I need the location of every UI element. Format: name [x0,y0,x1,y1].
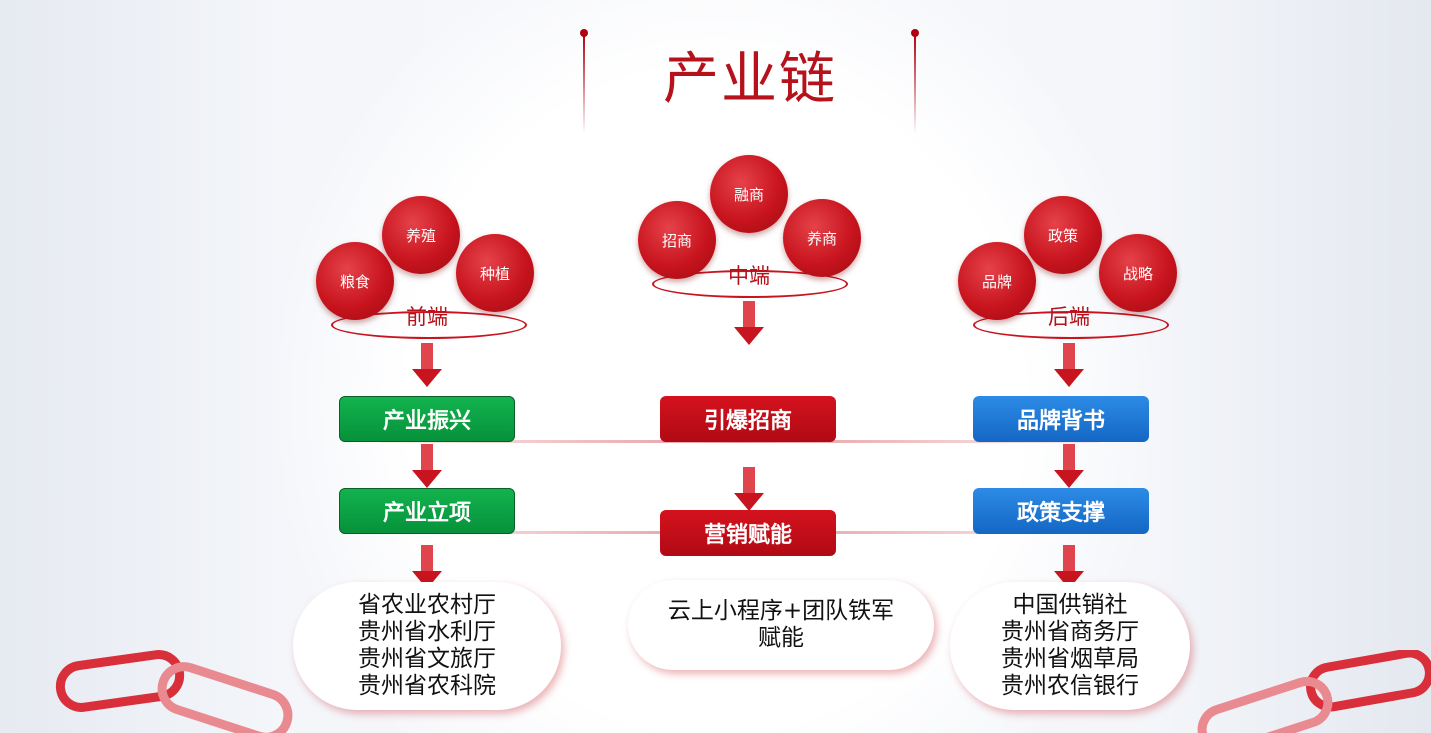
front-bottom-line-4: 贵州省农科院 [358,673,496,699]
title-deco-line-right [914,34,916,134]
back-ring [973,311,1169,339]
middle-bottom-line-2: 赋能 [758,625,804,651]
back-bottom-line-1: 中国供销社 [1012,592,1128,618]
middle-arrow-1 [734,301,764,345]
front-arrow-3 [412,545,442,589]
chain-decoration-left [55,650,293,733]
front-arrow-1 [412,343,442,387]
front-bottom-line-3: 贵州省文旅厅 [358,646,496,672]
back-arrow-1 [1054,343,1084,387]
front-bottom-line-2: 贵州省水利厅 [358,619,496,645]
back-bottom-line-4: 贵州农信银行 [1001,673,1139,699]
middle-ball-attract: 招商 [638,201,716,279]
middle-step2-box: 营销赋能 [660,510,836,556]
back-ball-policy: 政策 [1024,196,1102,274]
middle-bottom-cloud: 云上小程序+团队铁军 赋能 [628,580,934,670]
middle-label: 中端 [728,264,770,288]
front-ball-planting: 种植 [456,234,534,312]
middle-step1-box: 引爆招商 [660,396,836,442]
front-step1-box: 产业振兴 [339,396,515,442]
chain-decoration-right [1197,650,1431,733]
back-bottom-line-3: 贵州省烟草局 [1001,646,1139,672]
middle-arrow-2 [734,467,764,511]
back-ball-strategy: 战略 [1099,234,1177,312]
middle-ball-nurture: 养商 [783,199,861,277]
page-title: 产业链 [663,47,837,112]
middle-bottom-line-1: 云上小程序+团队铁军 [667,598,895,624]
front-arrow-2 [412,444,442,488]
back-step1-box: 品牌背书 [973,396,1149,442]
back-arrow-3 [1054,545,1084,589]
front-step2-box: 产业立项 [339,488,515,534]
back-bottom-line-2: 贵州省商务厅 [1001,619,1139,645]
title-deco-dot-left [580,29,588,37]
front-ring [331,311,527,339]
back-arrow-2 [1054,444,1084,488]
front-ball-breeding: 养殖 [382,196,460,274]
back-step2-box: 政策支撑 [973,488,1149,534]
middle-ball-finance: 融商 [710,155,788,233]
front-bottom-cloud: 省农业农村厅 贵州省水利厅 贵州省文旅厅 贵州省农科院 [293,582,561,710]
back-label: 后端 [1048,305,1090,329]
title-deco-dot-right [911,29,919,37]
back-ball-brand: 品牌 [958,242,1036,320]
title-deco-line-left [583,34,585,134]
front-ball-grain: 粮食 [316,242,394,320]
front-label: 前端 [406,305,448,329]
middle-ring [652,270,848,298]
front-bottom-line-1: 省农业农村厅 [358,592,496,618]
back-bottom-cloud: 中国供销社 贵州省商务厅 贵州省烟草局 贵州农信银行 [950,582,1190,710]
